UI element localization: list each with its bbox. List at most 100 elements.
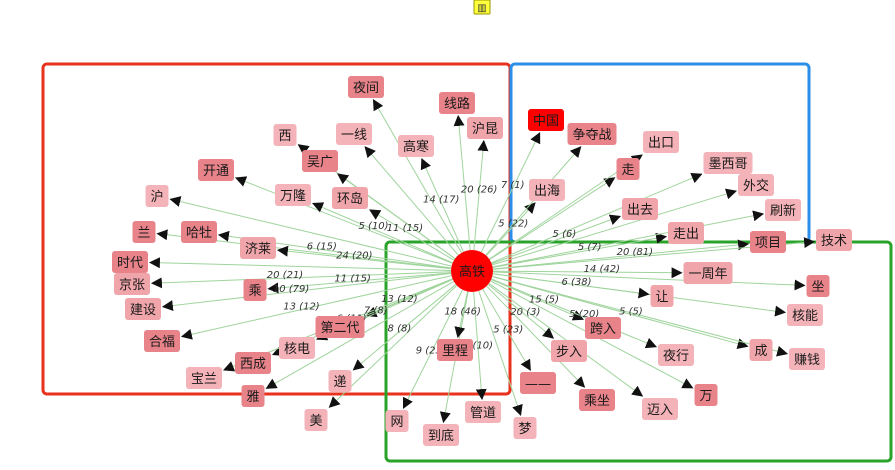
edge	[492, 267, 683, 279]
edge	[491, 172, 703, 264]
graph-node[interactable]: 中国	[528, 109, 564, 131]
graph-node[interactable]: 出去	[622, 198, 658, 220]
graph-node-label: 济莱	[245, 242, 271, 257]
graph-node-label: 中国	[533, 114, 559, 129]
graph-node[interactable]: 跨入	[585, 317, 621, 339]
graph-node-label: 美	[309, 414, 322, 429]
graph-node[interactable]: 宝兰	[186, 367, 222, 389]
graph-node[interactable]: 雅	[241, 385, 265, 407]
graph-node-label: 步入	[556, 345, 582, 360]
graph-node-label: 沪昆	[472, 121, 498, 137]
graph-node[interactable]: 迈入	[642, 398, 678, 420]
graph-node-box	[520, 372, 556, 394]
graph-node[interactable]: 西	[273, 124, 297, 146]
edge-label: 20 (21)	[267, 270, 303, 281]
graph-node[interactable]: 到底	[423, 424, 459, 446]
graph-node[interactable]: 网	[385, 410, 409, 432]
graph-node-label: 争夺战	[572, 128, 611, 143]
graph-node[interactable]: ——	[520, 372, 556, 394]
edge	[352, 284, 457, 371]
graph-node[interactable]: 成	[749, 339, 773, 361]
graph-node-box	[738, 174, 774, 196]
graph-node-box	[749, 339, 773, 361]
edge	[473, 139, 489, 251]
graph-node-box	[241, 385, 265, 407]
graph-node[interactable]: 出口	[643, 131, 679, 153]
graph-node[interactable]: 梦	[513, 417, 537, 439]
edge	[311, 202, 453, 264]
graph-node-label: 宝兰	[191, 372, 217, 387]
graph-node[interactable]: 技术	[816, 229, 852, 251]
graph-node-label: 递	[333, 375, 346, 390]
graph-node-label: 夜行	[663, 349, 689, 364]
graph-node-box	[243, 279, 267, 301]
table-icon[interactable]: ▥	[473, 0, 491, 15]
graph-node-label: 让	[655, 290, 668, 305]
graph-node[interactable]: 建设	[125, 298, 161, 320]
graph-node[interactable]: 夜间	[348, 76, 384, 98]
graph-node[interactable]: 管道	[465, 401, 501, 423]
graph-node-label: 网	[390, 415, 403, 430]
graph-node[interactable]: 万隆	[275, 184, 311, 206]
edge	[369, 209, 455, 261]
graph-node-label: ——	[525, 377, 551, 392]
graph-node[interactable]: 外交	[738, 174, 774, 196]
edge-label: 11 (15)	[387, 223, 423, 234]
graph-node[interactable]: 吴广	[302, 150, 338, 172]
graph-node-box	[694, 384, 718, 406]
graph-node[interactable]: 出海	[529, 179, 565, 201]
edge	[454, 291, 469, 339]
edge	[234, 176, 453, 264]
graph-node-box	[437, 339, 473, 361]
graph-node[interactable]: 争夺战	[567, 123, 617, 145]
graph-node[interactable]: 核能	[787, 304, 823, 326]
graph-node-box	[186, 367, 222, 389]
graph-node[interactable]: 走出	[668, 222, 704, 244]
graph-node[interactable]: 夜行	[658, 344, 694, 366]
graph-node-label: 项目	[755, 236, 781, 251]
graph-node[interactable]: 时代	[112, 251, 148, 273]
graph-node[interactable]: 项目	[750, 231, 786, 253]
graph-node[interactable]: 让	[650, 285, 674, 307]
graph-node[interactable]: 墨西哥	[703, 152, 753, 174]
graph-node[interactable]: 刷新	[765, 199, 801, 221]
graph-node[interactable]: 环岛	[332, 187, 368, 209]
graph-node[interactable]: 西成	[235, 352, 271, 374]
graph-node-box	[528, 109, 564, 131]
graph-node[interactable]: 核电	[279, 337, 315, 359]
graph-node-box	[668, 222, 704, 244]
graph-node[interactable]: 里程	[437, 339, 473, 361]
graph-node[interactable]: 坐	[806, 275, 830, 297]
graph-node-label: 外交	[743, 178, 769, 194]
graph-node[interactable]: 美	[304, 409, 328, 431]
graph-node[interactable]: 第二代	[315, 316, 365, 338]
graph-node[interactable]: 走	[616, 158, 640, 180]
graph-node[interactable]: 步入	[551, 340, 587, 362]
graph-node[interactable]: 乘坐	[579, 389, 615, 411]
graph-node-label: 出口	[648, 136, 674, 151]
graph-node-box	[114, 273, 150, 295]
graph-node[interactable]: 一周年	[683, 262, 733, 284]
center-node[interactable]: 高铁	[451, 250, 493, 292]
graph-node[interactable]: 兰	[132, 221, 156, 243]
graph-node[interactable]: 开通	[198, 159, 234, 181]
graph-node[interactable]: 合福	[144, 330, 180, 352]
graph-node[interactable]: 一线	[336, 123, 372, 145]
graph-node-box	[423, 424, 459, 446]
edge-label: 14 (42)	[584, 264, 620, 275]
graph-node[interactable]: 沪昆	[467, 117, 503, 139]
graph-node[interactable]: 高寒	[398, 135, 434, 157]
edge	[372, 99, 462, 254]
graph-node[interactable]: 递	[328, 370, 352, 392]
graph-node[interactable]: 济莱	[240, 237, 276, 259]
graph-node[interactable]: 京张	[114, 273, 150, 295]
graph-node[interactable]: 万	[694, 384, 718, 406]
graph-node[interactable]: 赚钱	[789, 348, 825, 370]
graph-node-box	[235, 352, 271, 374]
graph-node[interactable]: 线路	[439, 92, 475, 114]
graph-node[interactable]: 沪	[145, 185, 169, 207]
graph-node[interactable]: 哈牡	[181, 221, 217, 243]
graph-node[interactable]: 乘	[243, 279, 267, 301]
edge	[150, 271, 452, 289]
